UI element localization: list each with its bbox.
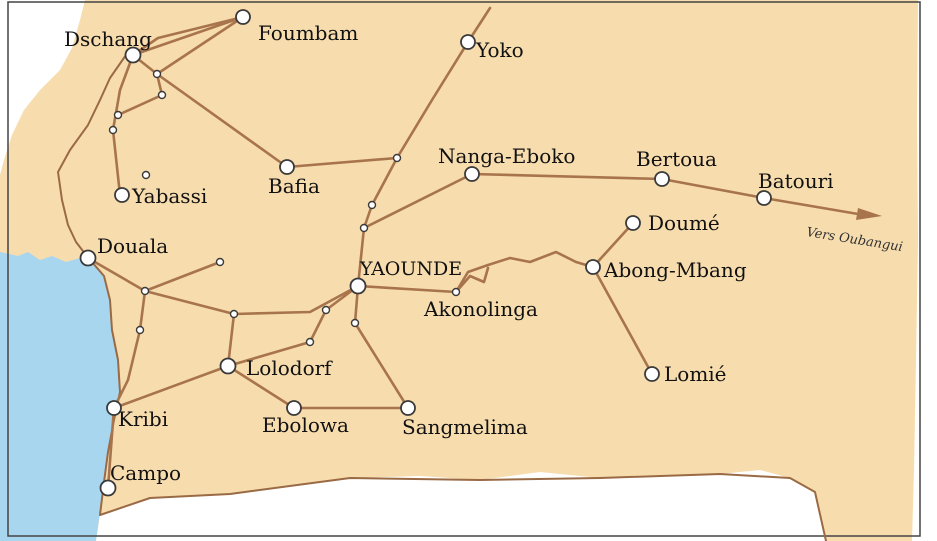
town-labels: Dschang Foumbam Yoko Bafia Yabassi Nanga…	[64, 21, 834, 485]
small-dot-marker	[113, 110, 123, 120]
road-foumbam-junction	[155, 15, 245, 76]
border-coast	[85, 254, 121, 516]
arrow-head-icon	[856, 208, 882, 220]
town-marker-douala	[79, 249, 97, 267]
outside-area-northwest	[0, 0, 85, 175]
label-lolodorf: Lolodorf	[246, 356, 333, 380]
label-ebolowa: Ebolowa	[262, 413, 349, 437]
label-yabassi: Yabassi	[131, 184, 207, 208]
label-yoko: Yoko	[475, 38, 524, 62]
label-foumbam: Foumbam	[258, 21, 358, 45]
border-west	[57, 54, 127, 256]
label-douala: Douala	[97, 234, 168, 258]
road-kribi-lolodorf	[112, 364, 230, 410]
road-abong-lomie	[591, 265, 654, 376]
town-marker-batouri	[756, 190, 772, 206]
small-dot-marker	[229, 309, 239, 319]
small-dot-marker	[321, 305, 331, 315]
town-marker-yoko	[460, 34, 476, 50]
small-dot-marker	[359, 223, 369, 233]
town-marker-foumbam	[235, 9, 251, 25]
town-marker-nanga-eboko	[464, 166, 480, 182]
road-yaounde-nanga	[362, 172, 474, 230]
label-bertoua: Bertoua	[636, 147, 717, 171]
label-doume: Doumé	[648, 211, 720, 235]
town-marker-lomie	[644, 366, 660, 382]
halt-markers	[108, 69, 461, 347]
road-coast	[106, 289, 147, 490]
label-sangmelima: Sangmelima	[402, 415, 528, 439]
small-dot-marker	[140, 286, 150, 296]
town-markers	[79, 9, 772, 497]
label-abong-mbang: Abong-Mbang	[603, 258, 747, 282]
town-marker-campo	[99, 479, 117, 497]
small-dot-marker	[135, 325, 145, 335]
town-marker-yaounde	[349, 277, 367, 295]
label-bafia: Bafia	[268, 174, 320, 198]
label-batouri: Batouri	[758, 169, 834, 193]
road-lolodorf-junction	[226, 312, 236, 368]
road-akono-abong	[454, 250, 595, 294]
small-dot-marker	[367, 200, 377, 210]
road-abong-doume	[591, 221, 635, 269]
town-marker-doume	[625, 215, 641, 231]
road-dschang-north	[131, 15, 245, 57]
small-dot-marker	[350, 318, 360, 328]
town-marker-dschang	[124, 46, 142, 64]
label-akonolinga: Akonolinga	[423, 297, 538, 321]
small-dot-marker	[108, 125, 118, 135]
small-dot-marker	[215, 257, 225, 267]
label-lomie: Lomié	[664, 362, 727, 386]
small-dot-marker	[305, 337, 315, 347]
town-marker-sangmelima	[400, 400, 416, 416]
town-marker-bafia	[279, 159, 295, 175]
road-douala-branch	[143, 260, 222, 293]
label-nanga-eboko: Nanga-Eboko	[438, 144, 575, 168]
road-yaounde-east	[454, 266, 490, 294]
town-marker-yabassi	[114, 187, 130, 203]
road-dschang-foumbam	[131, 15, 245, 57]
small-dot-marker	[451, 287, 461, 297]
road-yaounde-lolodorf	[226, 284, 360, 368]
town-marker-kribi	[106, 400, 122, 416]
town-marker-ebolowa	[286, 400, 302, 416]
label-yaounde: YAOUNDE	[359, 258, 462, 280]
road-batouri-east	[762, 196, 860, 216]
small-dot-marker	[157, 90, 167, 100]
road-dschang-south	[111, 53, 135, 197]
label-kribi: Kribi	[118, 407, 168, 431]
label-dschang: Dschang	[64, 27, 152, 51]
small-dot-marker	[392, 153, 402, 163]
town-marker-lolodorf	[219, 357, 237, 375]
outside-area-east	[912, 0, 937, 541]
town-marker-abong-mbang	[585, 259, 601, 275]
border-south	[99, 473, 827, 541]
sea-area	[0, 252, 120, 541]
town-marker-bertoua	[654, 171, 670, 187]
road-yaounde-akono	[356, 284, 458, 294]
map-frame	[7, 1, 921, 537]
road-bafia-junction	[285, 156, 399, 169]
small-dot-marker	[141, 170, 151, 180]
label-campo: Campo	[110, 461, 181, 485]
border-lines	[57, 54, 827, 541]
small-dot-marker	[152, 69, 162, 79]
